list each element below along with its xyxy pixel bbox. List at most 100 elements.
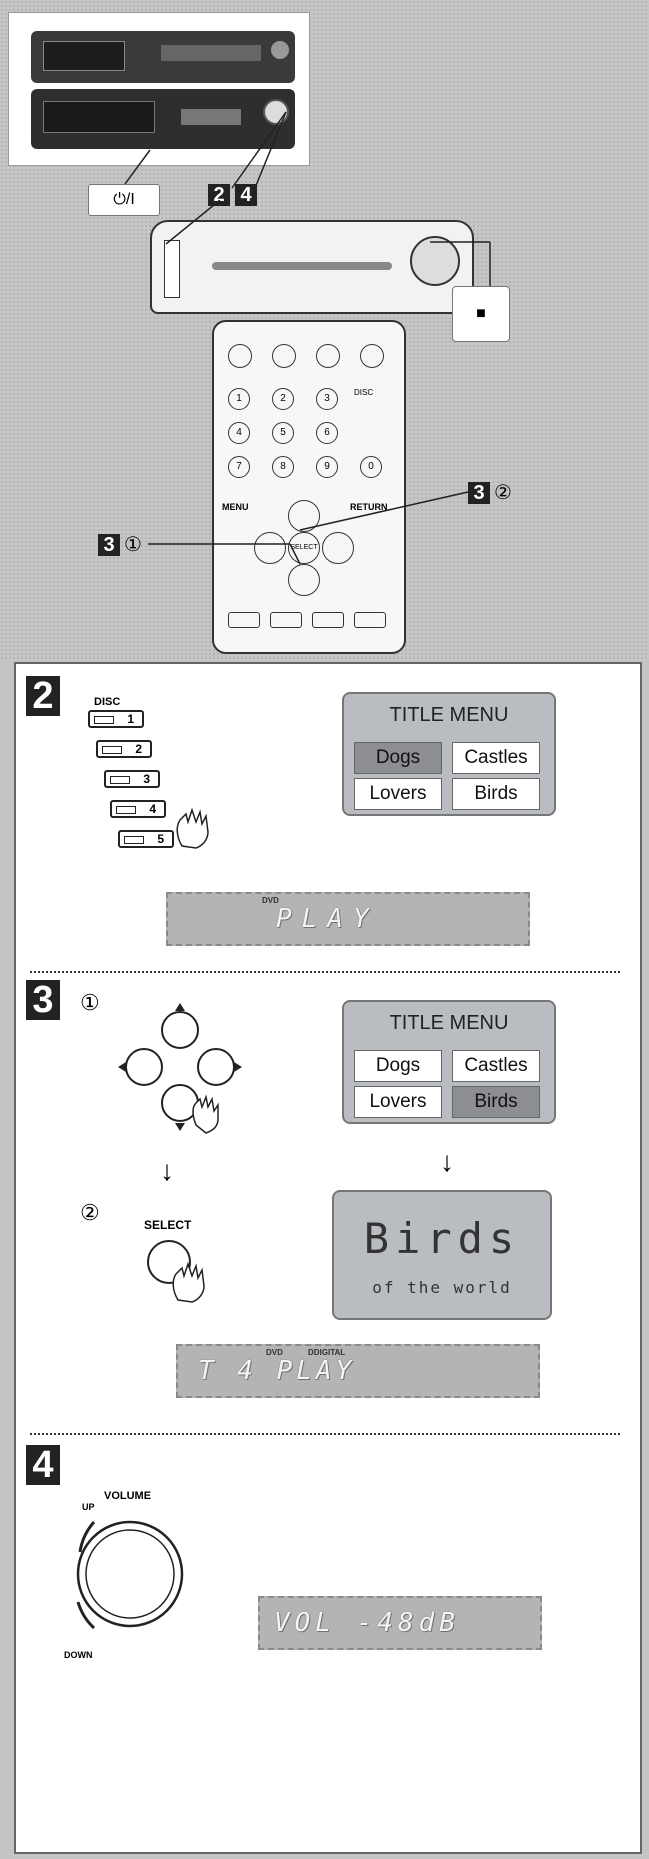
menu-item-lovers[interactable]: Lovers bbox=[354, 778, 442, 810]
jog-dial[interactable] bbox=[410, 236, 460, 286]
step-ref-2: 2 bbox=[208, 184, 230, 206]
disc-button-5[interactable]: 5 bbox=[118, 830, 174, 848]
tape-slot bbox=[43, 41, 125, 71]
remote-select-button[interactable]: SELECT bbox=[288, 532, 320, 564]
down-arrow-icon bbox=[175, 1123, 185, 1131]
remote-num-5[interactable]: 5 bbox=[272, 422, 294, 444]
stop-button-callout[interactable]: ■ bbox=[452, 286, 510, 342]
up-cursor-button bbox=[161, 1011, 199, 1049]
step-ref-4: 4 bbox=[235, 184, 257, 206]
power-button[interactable]: ⏻/I bbox=[88, 184, 160, 216]
disc-button-2[interactable]: 2 bbox=[96, 740, 152, 758]
display-dvd-indicator: DVD bbox=[262, 896, 279, 905]
volume-knob[interactable] bbox=[263, 99, 289, 125]
remote-num-8[interactable]: 8 bbox=[272, 456, 294, 478]
remote-sleep-button[interactable] bbox=[272, 344, 296, 368]
remote-bottom-button-2[interactable] bbox=[270, 612, 302, 628]
preview-title: Birds bbox=[363, 1214, 521, 1263]
remote-up-button[interactable] bbox=[288, 500, 320, 532]
remote-subtitle-button[interactable] bbox=[316, 344, 340, 368]
remote-row-top bbox=[228, 344, 388, 374]
display-step4: VOL -48dB bbox=[258, 1596, 542, 1650]
tape-deck-unit bbox=[31, 31, 295, 83]
remote-down-button[interactable] bbox=[288, 564, 320, 596]
step-3-number: 3 bbox=[26, 980, 60, 1020]
remote-left-button[interactable] bbox=[254, 532, 286, 564]
dvd-changer-unit bbox=[31, 89, 295, 149]
pointing-hand-icon bbox=[172, 1261, 205, 1303]
right-arrow-icon bbox=[234, 1062, 242, 1072]
title-menu-step2: TITLE MENU Dogs Castles Lovers Birds bbox=[342, 692, 556, 816]
step-4-number: 4 bbox=[26, 1445, 60, 1485]
volume-label: VOLUME bbox=[104, 1490, 152, 1502]
display-digital-indicator: DDIGITAL bbox=[308, 1348, 346, 1357]
menu-item-dogs[interactable]: Dogs bbox=[354, 742, 442, 774]
step-3-sub-2: ② bbox=[80, 1200, 100, 1225]
left-cursor-button bbox=[125, 1048, 163, 1086]
display-text: VOL -48dB bbox=[274, 1608, 460, 1638]
title-preview-screen: Birds of the world bbox=[332, 1190, 552, 1320]
divider bbox=[30, 1433, 620, 1435]
remote-bottom-button-3[interactable] bbox=[312, 612, 344, 628]
disc-button-1[interactable]: 1 bbox=[88, 710, 144, 728]
tape-knob bbox=[271, 41, 289, 59]
down-rotation-icon bbox=[76, 1601, 96, 1630]
changer-display bbox=[181, 109, 241, 125]
down-arrow-step3-right: ↓ bbox=[440, 1146, 454, 1177]
remote-setup-button[interactable] bbox=[360, 344, 384, 368]
menu-item-dogs[interactable]: Dogs bbox=[354, 1050, 442, 1082]
power-button-label: ⏻/I bbox=[113, 191, 135, 208]
volume-up-label: UP bbox=[82, 1502, 95, 1512]
down-arrow-step3-left: ↓ bbox=[160, 1155, 174, 1186]
display-text: PLAY bbox=[276, 904, 379, 934]
disc-tray bbox=[43, 101, 155, 133]
remote-num-1[interactable]: 1 bbox=[228, 388, 250, 410]
callout-sub-1: ① bbox=[124, 534, 142, 556]
menu-item-lovers[interactable]: Lovers bbox=[354, 1086, 442, 1118]
pointing-hand-icon bbox=[176, 807, 209, 849]
display-dvd-indicator: DVD bbox=[266, 1348, 283, 1357]
up-arrow-icon bbox=[175, 1003, 185, 1011]
disc-button-3[interactable]: 3 bbox=[104, 770, 160, 788]
callout-step3-b: 3 bbox=[468, 482, 490, 504]
callout-lines-top bbox=[124, 111, 287, 189]
remote-num-0[interactable]: 0 bbox=[360, 456, 382, 478]
remote-num-9[interactable]: 9 bbox=[316, 456, 338, 478]
remote-bottom-button-1[interactable] bbox=[228, 612, 260, 628]
display-step2: DVD PLAY bbox=[166, 892, 530, 946]
title-menu-heading: TITLE MENU bbox=[389, 704, 509, 726]
remote-num-4[interactable]: 4 bbox=[228, 422, 250, 444]
remote-num-7[interactable]: 7 bbox=[228, 456, 250, 478]
remote-bottom-row bbox=[228, 612, 388, 634]
remote-number-pad: 1 2 3 4 5 6 7 8 9 0 DISC bbox=[228, 388, 388, 508]
callout-sub-2: ② bbox=[494, 482, 512, 504]
menu-item-birds[interactable]: Birds bbox=[452, 778, 540, 810]
remote-bottom-button-4[interactable] bbox=[354, 612, 386, 628]
volume-knob-inner bbox=[85, 1529, 175, 1619]
cursor-buttons-illustration bbox=[118, 1003, 242, 1134]
remote-num-3[interactable]: 3 bbox=[316, 388, 338, 410]
callout-lines-player bbox=[165, 200, 491, 286]
remote-menu-label: MENU bbox=[222, 502, 249, 512]
remote-power-button[interactable] bbox=[228, 344, 252, 368]
menu-item-birds[interactable]: Birds bbox=[452, 1086, 540, 1118]
step-2-number: 2 bbox=[26, 676, 60, 716]
pointing-hand-icon bbox=[192, 1094, 219, 1134]
volume-knob-illustration[interactable] bbox=[72, 1506, 192, 1646]
disc-button-column[interactable] bbox=[164, 240, 180, 298]
menu-item-castles[interactable]: Castles bbox=[452, 742, 540, 774]
disc-button-4[interactable]: 4 bbox=[110, 800, 166, 818]
remote-num-6[interactable]: 6 bbox=[316, 422, 338, 444]
volume-down-label: DOWN bbox=[64, 1650, 93, 1660]
dvd-player-unit bbox=[150, 220, 474, 314]
remote-right-button[interactable] bbox=[322, 532, 354, 564]
menu-item-castles[interactable]: Castles bbox=[452, 1050, 540, 1082]
remote-num-2[interactable]: 2 bbox=[272, 388, 294, 410]
remote-control: 1 2 3 4 5 6 7 8 9 0 DISC MENU RETURN SEL… bbox=[212, 320, 406, 654]
display-step3: DVD DDIGITAL T 4 PLAY bbox=[176, 1344, 540, 1398]
left-arrow-icon bbox=[118, 1062, 126, 1072]
stop-icon: ■ bbox=[476, 305, 486, 322]
disc-label: DISC bbox=[94, 696, 121, 708]
up-rotation-icon bbox=[78, 1521, 96, 1553]
component-stack-panel bbox=[8, 12, 310, 166]
